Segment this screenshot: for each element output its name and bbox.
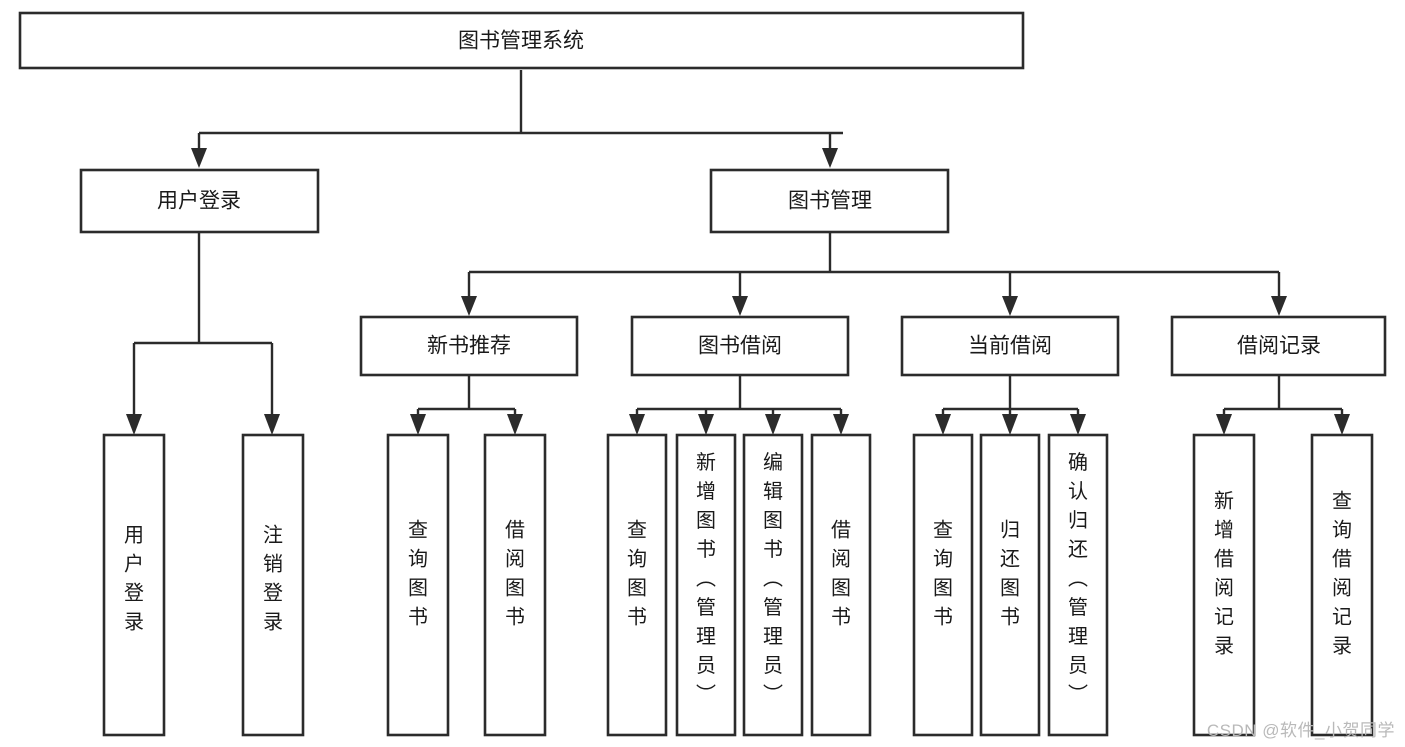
leaf-node[interactable]: 查询图书 [386, 433, 450, 737]
leaf-box[interactable] [979, 433, 1041, 737]
node-book-borrow[interactable]: 图书借阅 [630, 315, 850, 377]
leaf-label: 注销登录 [263, 524, 283, 634]
leaf-label: 用户登录 [124, 525, 144, 634]
leaf-box[interactable] [483, 433, 547, 737]
node-current-borrow[interactable]: 当前借阅 [900, 315, 1120, 377]
leaf-box[interactable] [102, 433, 166, 737]
leaf-node[interactable]: 用户登录 [102, 433, 166, 737]
leaf-box[interactable] [241, 433, 305, 737]
node-borrow-record-box[interactable] [1170, 315, 1387, 377]
connector-group-borrow-record [1216, 375, 1350, 435]
arrow-head-icon [126, 414, 142, 435]
node-book-management[interactable]: 图书管理 [709, 168, 950, 234]
node-new-book-recommend-label: 新书推荐 [427, 335, 511, 358]
leaf-label: 编辑图书︵管理员︶ [763, 451, 783, 706]
connector-group-current-borrow [935, 375, 1086, 435]
node-current-borrow-box[interactable] [900, 315, 1120, 377]
connector-group-user-login [126, 232, 280, 435]
connector-group-root [191, 70, 843, 168]
node-borrow-record[interactable]: 借阅记录 [1170, 315, 1387, 377]
leaf-box[interactable] [742, 433, 804, 737]
arrow-head-icon [1271, 296, 1287, 316]
leaf-label: 查询图书 [933, 519, 953, 629]
node-book-borrow-label: 图书借阅 [698, 335, 782, 358]
leaf-label: 新增图书︵管理员︶ [696, 451, 716, 706]
arrow-head-icon [264, 414, 280, 435]
node-user-login-label: 用户登录 [157, 190, 241, 213]
leaf-box[interactable] [1192, 433, 1256, 737]
leaf-node[interactable]: 借阅图书 [810, 433, 872, 737]
arrow-head-icon [1002, 414, 1018, 435]
arrow-head-icon [935, 414, 951, 435]
leaf-label: 查询图书 [408, 519, 428, 629]
leaf-box[interactable] [675, 433, 737, 737]
arrow-head-icon [822, 148, 838, 168]
node-user-login[interactable]: 用户登录 [79, 168, 320, 234]
arrow-head-icon [461, 296, 477, 316]
node-book-borrow-box[interactable] [630, 315, 850, 377]
leaf-label: 新增借阅记录 [1214, 490, 1234, 658]
node-root-label: 图书管理系统 [458, 30, 584, 53]
leaf-box[interactable] [1310, 433, 1374, 737]
leaf-node[interactable]: 借阅图书 [483, 433, 547, 737]
leaf-label: 借阅图书 [831, 519, 851, 629]
node-new-book-recommend-box[interactable] [359, 315, 579, 377]
leaf-box[interactable] [912, 433, 974, 737]
arrow-head-icon [410, 414, 426, 435]
arrow-head-icon [833, 414, 849, 435]
node-book-management-label: 图书管理 [788, 190, 872, 213]
node-root[interactable]: 图书管理系统 [18, 11, 1025, 70]
leaf-node[interactable]: 归还图书 [979, 433, 1041, 737]
arrow-head-icon [629, 414, 645, 435]
connector-group-book-management [461, 232, 1287, 316]
leaf-label: 借阅图书 [505, 519, 525, 629]
node-root-box[interactable] [18, 11, 1025, 70]
arrow-head-icon [1070, 414, 1086, 435]
leaf-box[interactable] [1047, 433, 1109, 737]
arrow-head-icon [507, 414, 523, 435]
leaf-box[interactable] [810, 433, 872, 737]
arrow-head-icon [698, 414, 714, 435]
leaf-node[interactable]: 查询图书 [606, 433, 668, 737]
arrow-head-icon [1216, 414, 1232, 435]
leaf-label: 查询借阅记录 [1332, 490, 1352, 658]
connector-group-new-book-recommend [410, 375, 523, 435]
leaf-node[interactable]: 查询图书 [912, 433, 974, 737]
node-current-borrow-label: 当前借阅 [968, 335, 1052, 358]
leaf-node[interactable]: 新增图书︵管理员︶ [675, 433, 737, 737]
arrow-head-icon [191, 148, 207, 168]
arrow-head-icon [765, 414, 781, 435]
leaf-node[interactable]: 注销登录 [241, 433, 305, 737]
leaf-box[interactable] [606, 433, 668, 737]
arrow-head-icon [1002, 296, 1018, 316]
arrow-head-icon [732, 296, 748, 316]
leaf-node[interactable]: 新增借阅记录 [1192, 433, 1256, 737]
leaf-node[interactable]: 编辑图书︵管理员︶ [742, 433, 804, 737]
arrow-head-icon [1334, 414, 1350, 435]
leaf-node[interactable]: 确认归还︵管理员︶ [1047, 433, 1109, 737]
leaf-label: 归还图书 [1000, 519, 1020, 629]
node-borrow-record-label: 借阅记录 [1237, 335, 1321, 358]
node-new-book-recommend[interactable]: 新书推荐 [359, 315, 579, 377]
csdn-watermark: CSDN @软件_小贺同学 [1206, 721, 1395, 740]
connector-group-book-borrow [629, 375, 849, 435]
leaf-box[interactable] [386, 433, 450, 737]
leaf-label: 确认归还︵管理员︶ [1068, 451, 1088, 706]
node-book-management-box[interactable] [709, 168, 950, 234]
leaf-node[interactable]: 查询借阅记录 [1310, 433, 1374, 737]
leaf-label: 查询图书 [627, 519, 647, 629]
